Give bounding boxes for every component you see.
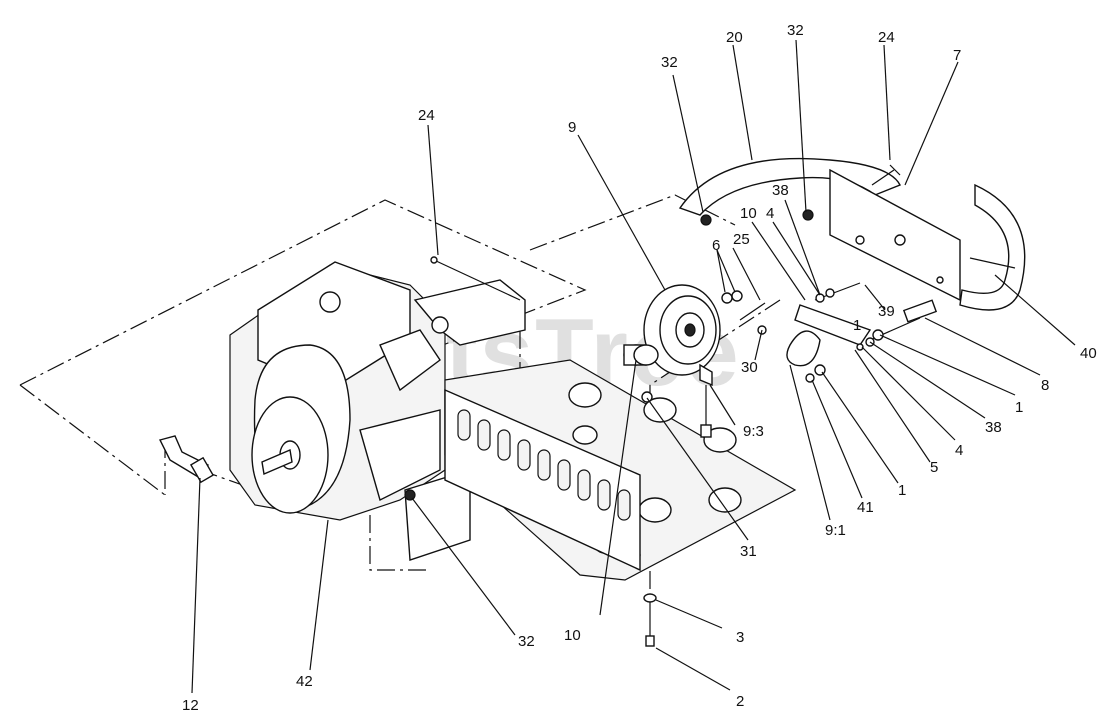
callout-12: 12: [182, 697, 199, 714]
callout-labels: 24 32 20 32 24 7 9 38 10 4 6 25 39 1 40 …: [182, 22, 1097, 714]
callout-31: 31: [740, 543, 757, 560]
callout-4-top: 4: [766, 205, 774, 222]
callout-32-top-right: 32: [787, 22, 804, 39]
callout-24-right: 24: [878, 29, 895, 46]
callout-7: 7: [953, 47, 961, 64]
bumper-and-bracket: [678, 157, 1026, 311]
callout-8: 8: [1041, 377, 1049, 394]
callout-2: 2: [736, 693, 744, 710]
bolts: [158, 256, 657, 647]
callout-9-3: 9:3: [743, 423, 764, 440]
callout-1-bottom: 1: [898, 482, 906, 499]
perforated-frame-rail: [444, 388, 641, 572]
callout-6: 6: [712, 237, 720, 254]
callout-4-bottom: 4: [955, 442, 963, 459]
callout-40: 40: [1080, 345, 1097, 362]
engine-assembly: [229, 261, 446, 521]
callout-10-top: 10: [740, 205, 757, 222]
callout-32-top-left: 32: [661, 54, 678, 71]
callout-30: 30: [741, 359, 758, 376]
callout-41: 41: [857, 499, 874, 516]
callout-3: 3: [736, 629, 744, 646]
leader-lines: [191, 39, 1076, 694]
callout-9: 9: [568, 119, 576, 136]
callout-32-bottom: 32: [518, 633, 535, 650]
callout-42: 42: [296, 673, 313, 690]
callout-9-1: 9:1: [825, 522, 846, 539]
electric-clutch: [643, 284, 721, 438]
callout-38-top: 38: [772, 182, 789, 199]
callout-1-right: 1: [1015, 399, 1023, 416]
callout-38-bottom: 38: [985, 419, 1002, 436]
callout-39: 39: [878, 303, 895, 320]
idler-arm-hardware: [641, 282, 938, 403]
callout-20: 20: [726, 29, 743, 46]
callout-10-bottom: 10: [564, 627, 581, 644]
callout-5: 5: [930, 459, 938, 476]
callout-24-left: 24: [418, 107, 435, 124]
spacer: [623, 344, 659, 366]
callout-1-upper: 1: [853, 317, 861, 334]
mount-brackets: [404, 279, 526, 561]
callout-25: 25: [733, 231, 750, 248]
